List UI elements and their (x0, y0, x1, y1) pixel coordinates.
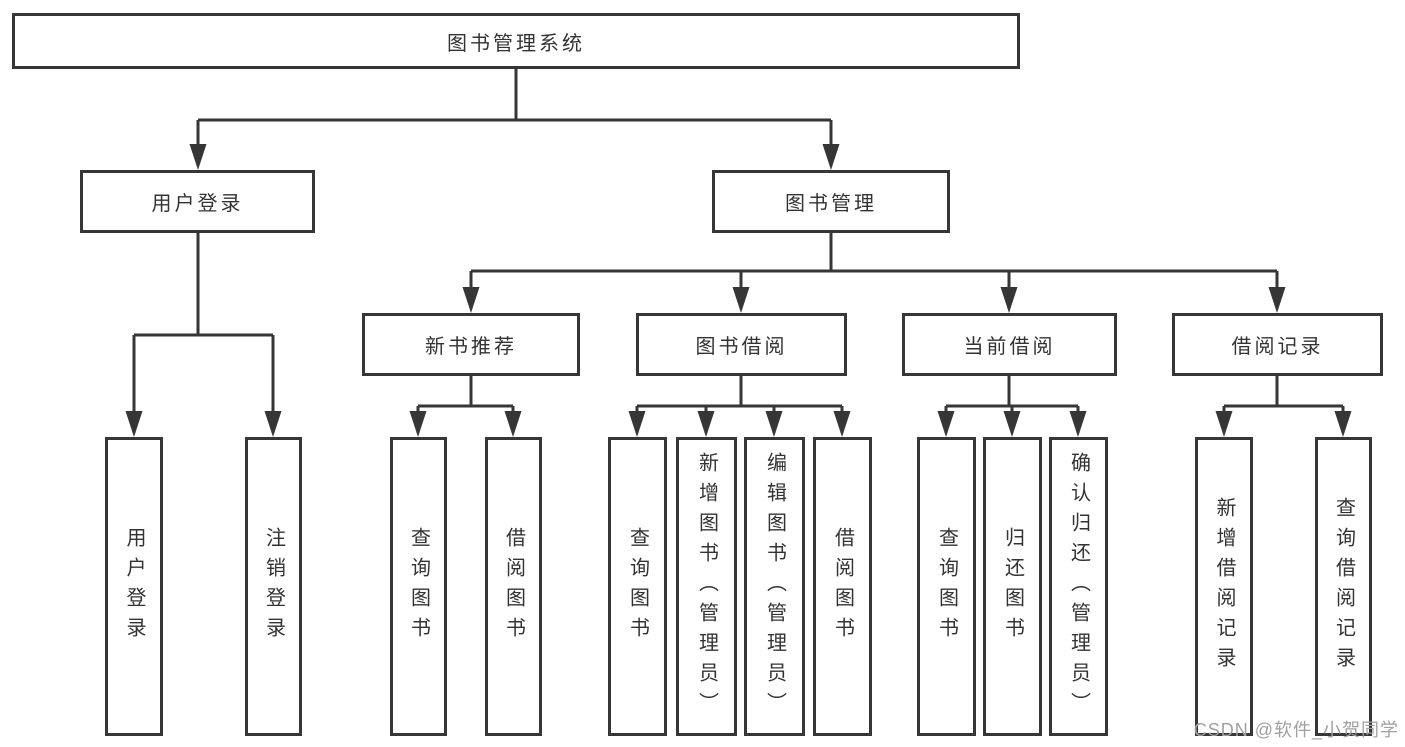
arrowhead-icon (125, 411, 143, 437)
arrowhead-icon (1000, 287, 1018, 313)
connector-user-login-children (132, 233, 275, 433)
arrowhead-icon (462, 287, 480, 313)
arrowhead-icon (1069, 411, 1087, 437)
connector-root-to-level2 (196, 68, 833, 166)
node-leaf-logout: 注销登录 (245, 437, 302, 736)
connector-book-borrowing-children (635, 376, 844, 433)
arrowhead-icon (1215, 411, 1233, 437)
arrowhead-icon (833, 411, 851, 437)
arrowhead-icon (1003, 411, 1021, 437)
node-leaf-user-login: 用户登录 (105, 437, 163, 736)
node-leaf-query-books-current: 查询图书 (917, 437, 976, 736)
node-leaf-add-book-admin: 新增图书（管理员） (676, 437, 737, 736)
connector-borrowing-records-children (1222, 376, 1345, 433)
arrowhead-icon (697, 411, 715, 437)
arrowhead-icon (765, 411, 783, 437)
arrowhead-icon (1334, 411, 1352, 437)
arrowhead-icon (264, 411, 282, 437)
node-leaf-borrow-books-recommend: 借阅图书 (485, 437, 542, 736)
arrowhead-icon (504, 411, 522, 437)
connector-book-management-children (469, 233, 1279, 309)
node-leaf-edit-book-admin: 编辑图书（管理员） (744, 437, 805, 736)
node-new-book-recommend: 新书推荐 (362, 313, 580, 376)
connector-new-book-recommend-children (416, 376, 515, 433)
node-borrowing-records: 借阅记录 (1172, 313, 1383, 376)
arrowhead-icon (937, 411, 955, 437)
node-leaf-query-books-borrowing: 查询图书 (608, 437, 667, 736)
node-library-system: 图书管理系统 (12, 13, 1020, 69)
node-leaf-confirm-return-admin: 确认归还（管理员） (1049, 437, 1108, 736)
arrowhead-icon (409, 411, 427, 437)
node-current-borrowing: 当前借阅 (902, 313, 1117, 376)
arrowhead-icon (822, 144, 840, 170)
node-leaf-borrow-books-borrowing: 借阅图书 (813, 437, 872, 736)
node-user-login: 用户登录 (80, 170, 315, 233)
node-book-borrowing: 图书借阅 (636, 313, 847, 376)
node-leaf-add-borrow-record: 新增借阅记录 (1195, 437, 1253, 736)
arrowhead-icon (732, 287, 750, 313)
arrowhead-icon (189, 144, 207, 170)
arrowhead-icon (628, 411, 646, 437)
arrowhead-icon (1268, 287, 1286, 313)
node-leaf-return-books: 归还图书 (983, 437, 1042, 736)
node-leaf-query-borrow-record: 查询借阅记录 (1315, 437, 1372, 736)
node-leaf-query-books-recommend: 查询图书 (390, 437, 447, 736)
node-book-management: 图书管理 (712, 170, 950, 233)
watermark: CSDN @软件_小贺同学 (1193, 720, 1399, 740)
